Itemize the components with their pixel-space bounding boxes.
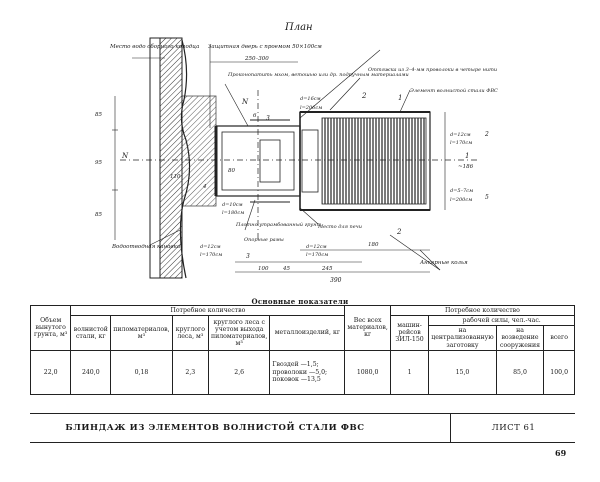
table-title: Основные показатели	[251, 297, 349, 306]
dim-180: 180	[368, 242, 379, 248]
label-d12-b: d=12см	[200, 244, 221, 250]
label-sec-2a: 2	[361, 92, 367, 100]
label-anchor: Анкерные колья	[419, 260, 468, 266]
drawing-title: БЛИНДАЖ ИЗ ЭЛЕМЕНТОВ ВОЛНИСТОЙ СТАЛИ ФВС	[65, 423, 365, 433]
header-total-weight: Вес всех материалов, кг	[344, 305, 391, 351]
header-need: Потребное количество	[70, 304, 346, 317]
label-l200: l=200см	[450, 197, 472, 203]
header-volume: Объем вынутого грунта, м³	[29, 305, 72, 351]
label-num-5: 5	[485, 194, 489, 201]
dim-85a: 85	[95, 112, 102, 118]
corrugated-shelter	[299, 111, 431, 211]
value-round-eq: 2,6	[207, 349, 271, 395]
value-build: 85,0	[495, 349, 545, 395]
value-prep: 15,0	[428, 349, 497, 395]
label-sec-3a: 3	[266, 115, 270, 122]
page-number: 69	[555, 448, 567, 458]
indicators-table: Объем вынутого грунта, м³ Потребное коли…	[29, 304, 576, 395]
well-wall	[149, 37, 217, 279]
label-dim-250-300: 250–300	[244, 56, 269, 62]
value-metal: Гвоздей —1,5; проволоки —5,0; поковок —1…	[269, 349, 346, 395]
label-n-top: N	[241, 98, 249, 106]
label-sec-2b: 2	[396, 228, 402, 236]
header-machine: машин-рейсов ЗИЛ-150	[389, 315, 430, 351]
header-build: на возведение сооружения	[495, 325, 545, 351]
header-wave: волнистой стали, кг	[70, 315, 112, 351]
value-weight: 1080,0	[344, 349, 391, 395]
label-l206: l=206см	[300, 105, 322, 111]
label-well-wall: Место водо сборного колодца	[109, 43, 199, 50]
dim-186: ~186	[458, 164, 474, 170]
dim-85b: 85	[95, 212, 102, 218]
dim-390: 390	[330, 277, 342, 284]
label-d10: d=10см	[222, 202, 243, 208]
header-prep: на централизованную заготовку	[428, 325, 497, 351]
dim-95: 95	[95, 160, 102, 166]
header-labor: рабочей силы, чел.-час.	[428, 315, 575, 327]
header-metal: металлоизделий, кг	[269, 315, 346, 351]
footer-divider	[450, 413, 451, 443]
dim-45: 45	[282, 266, 290, 272]
value-machine: 1	[389, 349, 430, 395]
label-sec-1a: 1	[398, 94, 402, 102]
header-need2: Потребное количество	[389, 304, 576, 317]
drawing-labels: План Место водо сборного колодца Защитна…	[95, 22, 498, 284]
label-num-2: 2	[484, 131, 489, 138]
label-l170-b: l=170см	[200, 252, 222, 258]
plan-title: План	[284, 22, 313, 33]
value-metal-nails: Гвоздей —1,5;	[272, 361, 319, 369]
header-round-eq: круглого леса с учетом выхода пиломатери…	[207, 315, 271, 351]
value-round: 2,3	[171, 349, 210, 395]
sheet-number: ЛИСТ 61	[491, 423, 536, 433]
label-spacing: Оттяжка из 3–4-мм проволоки в четыре нит…	[368, 67, 497, 73]
label-sec-3b: 3	[246, 253, 250, 260]
label-caulk: Проконопатить мхом, ветошью или др. подр…	[227, 72, 409, 78]
label-drain: Водоотводная канавка	[111, 244, 180, 250]
value-lumber: 0,18	[110, 349, 173, 395]
label-wave-element: Элемент волнистой стали ФВС	[410, 88, 498, 94]
dim-245: 245	[321, 266, 333, 272]
label-stove: Место для печи	[317, 224, 362, 230]
value-volume: 22,0	[29, 349, 72, 395]
leader-lines	[132, 45, 441, 271]
value-metal-wire: проволоки —5,0;	[272, 368, 328, 376]
label-frames: Опорные рамы	[244, 237, 284, 243]
label-num-4: 4	[202, 184, 207, 190]
label-l170-c: l=170см	[306, 252, 328, 258]
dim-110: 110	[170, 174, 181, 180]
axis-lines	[120, 90, 480, 240]
label-soil: Плотно утрамбованный грунт	[235, 221, 322, 228]
value-all: 100,0	[543, 349, 575, 395]
dimension-lines	[112, 61, 446, 273]
value-wave: 240,0	[70, 349, 112, 395]
header-lumber: пиломатериалов, м³	[110, 315, 173, 351]
label-l180: l=180см	[222, 210, 244, 216]
header-round: круглого леса, м³	[171, 315, 210, 351]
label-d12-a: d=12см	[450, 132, 471, 138]
footer-bottom-rule	[30, 442, 575, 443]
label-sec-1b: 1	[465, 152, 469, 160]
dim-80: 80	[228, 168, 235, 174]
header-all: всего	[543, 325, 575, 351]
dim-100: 100	[258, 266, 269, 272]
plan-drawing: План Место водо сборного колодца Защитна…	[95, 22, 498, 284]
label-d16: d=16см	[300, 96, 321, 102]
label-door: Защитная дверь с проемом 50×100см	[208, 44, 322, 50]
label-n-left: N	[121, 152, 129, 160]
label-num-6: 6	[253, 113, 257, 119]
value-metal-forgings: поковок —13,5	[272, 375, 321, 383]
footer-top-rule	[30, 413, 575, 414]
label-d12-c: d=12см	[306, 244, 327, 250]
label-d5-7: d=5–7см	[450, 188, 473, 194]
label-l170-a: l=170см	[450, 140, 472, 146]
